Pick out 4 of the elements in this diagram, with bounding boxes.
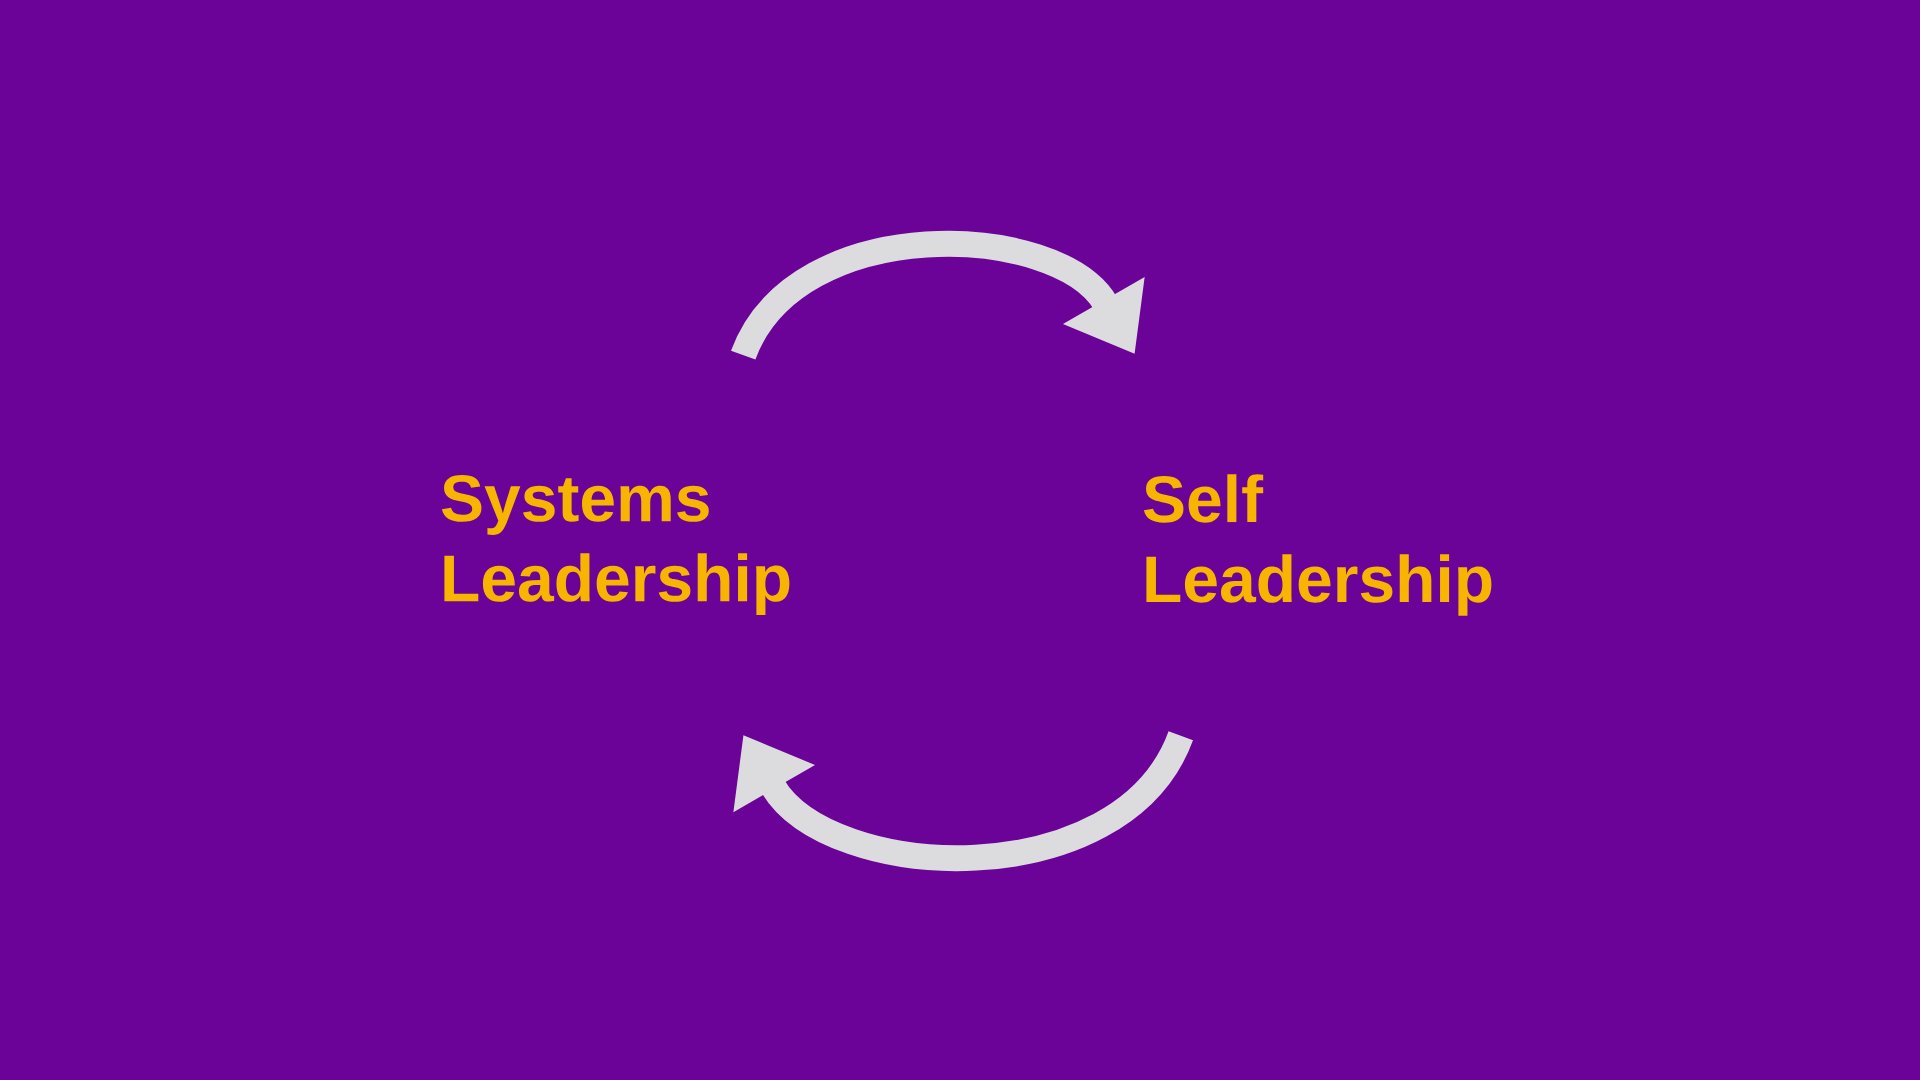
curved-arrow bbox=[733, 729, 1193, 871]
text-label: Self Leadership bbox=[1143, 474, 1492, 616]
curved-arrow bbox=[731, 231, 1145, 362]
text-label: Systems Leadership bbox=[441, 475, 790, 615]
